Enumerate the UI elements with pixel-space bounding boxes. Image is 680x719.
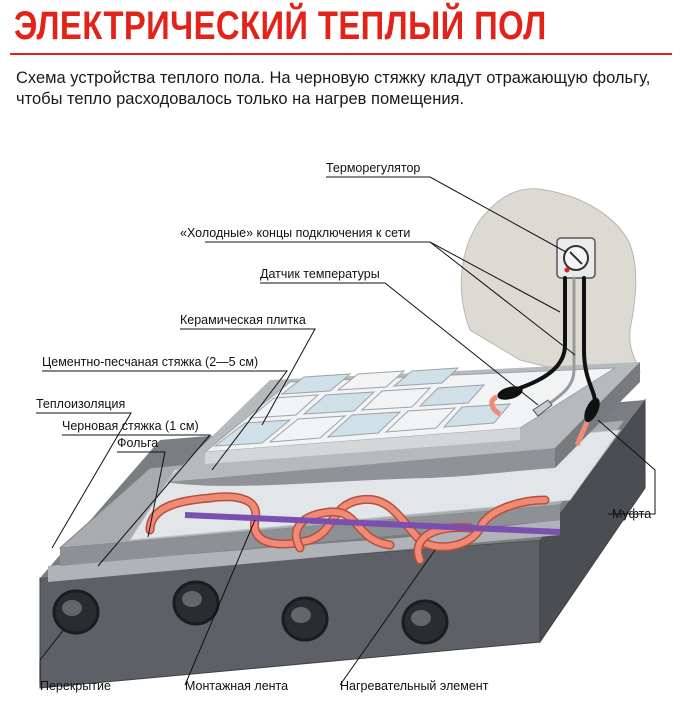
label-coupling: Муфта bbox=[612, 507, 651, 521]
slab-holes bbox=[52, 580, 449, 645]
label-slab: Перекрытие bbox=[40, 679, 111, 693]
thermostat-device bbox=[556, 237, 596, 279]
cement-screed-edge bbox=[165, 448, 555, 486]
leader-lines bbox=[36, 176, 656, 686]
label-rough-screed: Черновая стяжка (1 см) bbox=[62, 419, 199, 433]
label-mounting-tape: Монтажная лента bbox=[185, 679, 288, 693]
label-temperature-sensor: Датчик температуры bbox=[260, 267, 380, 281]
label-cold-ends: «Холодные» концы подключения к сети bbox=[180, 226, 410, 240]
coupling-right bbox=[574, 397, 600, 446]
mounting-tape bbox=[184, 512, 561, 535]
label-foil: Фольга bbox=[117, 436, 158, 450]
page-title: ЭЛЕКТРИЧЕСКИЙ ТЕПЛЫЙ ПОЛ bbox=[14, 4, 547, 48]
temperature-sensor bbox=[532, 399, 553, 417]
title-divider bbox=[10, 53, 672, 55]
page-subtitle: Схема устройства теплого пола. На чернов… bbox=[16, 69, 651, 108]
coupling-left bbox=[489, 386, 523, 417]
label-insulation: Теплоизоляция bbox=[36, 397, 125, 411]
wall-background bbox=[460, 188, 641, 373]
label-ceramic-tile: Керамическая плитка bbox=[180, 313, 306, 327]
label-cement-screed: Цементно-песчаная стяжка (2—5 см) bbox=[42, 355, 258, 369]
label-heating-element: Нагревательный элемент bbox=[340, 679, 489, 693]
label-thermostat: Терморегулятор bbox=[326, 161, 420, 175]
tile-edge bbox=[205, 428, 520, 464]
